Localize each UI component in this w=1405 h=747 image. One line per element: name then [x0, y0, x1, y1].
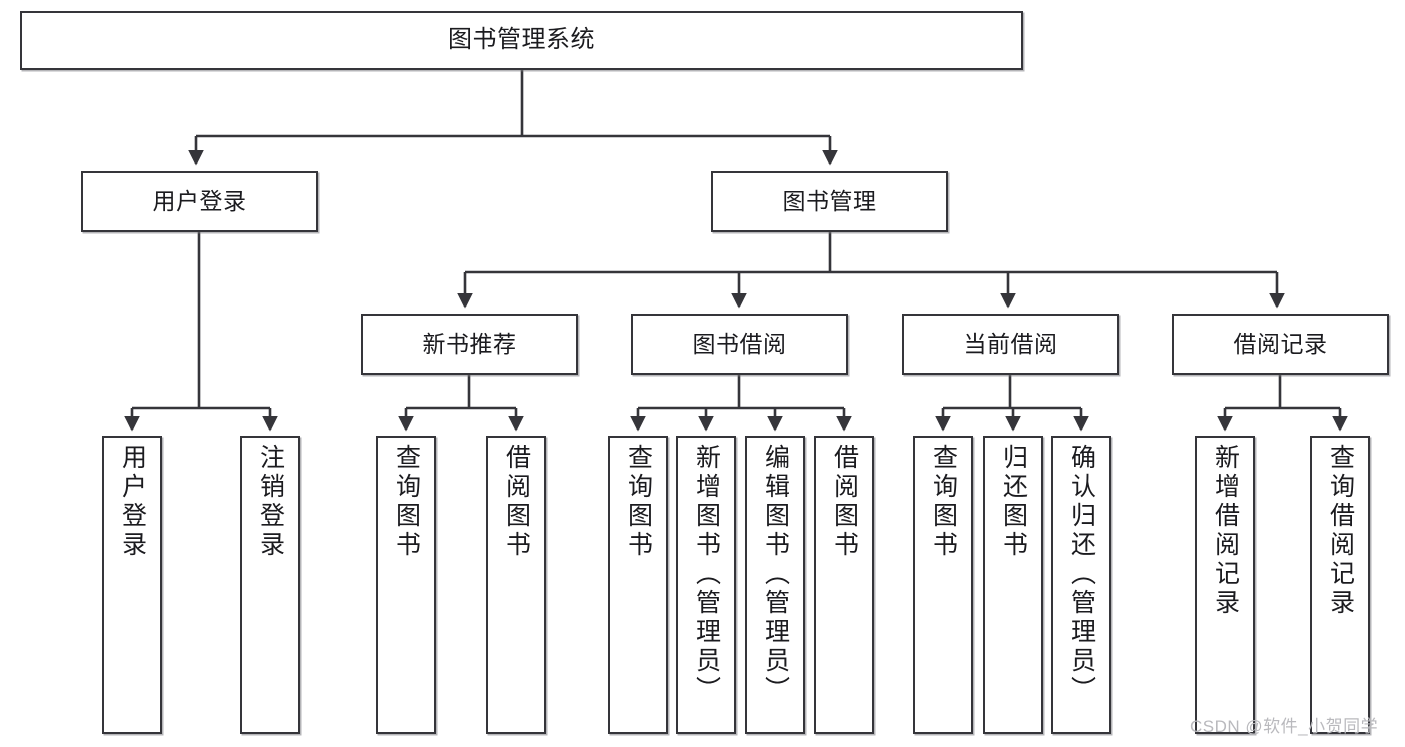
node-leaf-query-book-borrow-label: 查询图书 [624, 444, 653, 560]
node-leaf-borrow-book-recommend-label: 借阅图书 [502, 444, 531, 560]
node-leaf-query-book-current-label: 查询图书 [929, 444, 958, 560]
node-leaf-add-borrow-record[interactable]: 新增借阅记录 [1195, 436, 1255, 734]
node-book-borrow-label: 图书借阅 [692, 330, 787, 357]
node-leaf-return-book[interactable]: 归还图书 [983, 436, 1043, 734]
node-leaf-edit-book-label: 编辑图书（管理员） [761, 444, 790, 705]
node-root-label: 图书管理系统 [448, 26, 595, 54]
node-leaf-logout[interactable]: 注销登录 [240, 436, 300, 734]
node-new-book-recommend-label: 新书推荐 [422, 330, 517, 357]
node-leaf-logout-label: 注销登录 [256, 444, 285, 560]
node-current-borrow[interactable]: 当前借阅 [902, 314, 1119, 375]
node-current-borrow-label: 当前借阅 [963, 330, 1058, 357]
node-leaf-query-borrow-record[interactable]: 查询借阅记录 [1310, 436, 1370, 734]
node-leaf-borrow-book-label: 借阅图书 [830, 444, 859, 560]
node-leaf-edit-book[interactable]: 编辑图书（管理员） [745, 436, 805, 734]
node-user-login[interactable]: 用户登录 [81, 171, 318, 232]
node-leaf-return-book-label: 归还图书 [999, 444, 1028, 560]
node-leaf-query-book-borrow[interactable]: 查询图书 [608, 436, 668, 734]
node-leaf-add-borrow-record-label: 新增借阅记录 [1211, 444, 1240, 618]
node-borrow-record-label: 借阅记录 [1233, 330, 1328, 357]
node-user-login-label: 用户登录 [152, 187, 247, 214]
node-leaf-add-book-label: 新增图书（管理员） [692, 444, 721, 705]
node-leaf-user-login[interactable]: 用户登录 [102, 436, 162, 734]
node-leaf-query-borrow-record-label: 查询借阅记录 [1326, 444, 1355, 618]
node-book-borrow[interactable]: 图书借阅 [631, 314, 848, 375]
node-leaf-borrow-book[interactable]: 借阅图书 [814, 436, 874, 734]
csdn-watermark: CSDN @软件_小贺同学 [1190, 717, 1379, 736]
node-leaf-add-book[interactable]: 新增图书（管理员） [676, 436, 736, 734]
node-leaf-borrow-book-recommend[interactable]: 借阅图书 [486, 436, 546, 734]
node-leaf-user-login-label: 用户登录 [118, 444, 147, 560]
node-leaf-confirm-return[interactable]: 确认归还（管理员） [1051, 436, 1111, 734]
node-leaf-query-book-recommend-label: 查询图书 [392, 444, 421, 560]
node-leaf-confirm-return-label: 确认归还（管理员） [1067, 444, 1096, 705]
node-leaf-query-book-recommend[interactable]: 查询图书 [376, 436, 436, 734]
node-root[interactable]: 图书管理系统 [20, 11, 1023, 70]
node-book-management[interactable]: 图书管理 [711, 171, 948, 232]
node-book-management-label: 图书管理 [782, 187, 877, 214]
node-new-book-recommend[interactable]: 新书推荐 [361, 314, 578, 375]
node-leaf-query-book-current[interactable]: 查询图书 [913, 436, 973, 734]
node-borrow-record[interactable]: 借阅记录 [1172, 314, 1389, 375]
